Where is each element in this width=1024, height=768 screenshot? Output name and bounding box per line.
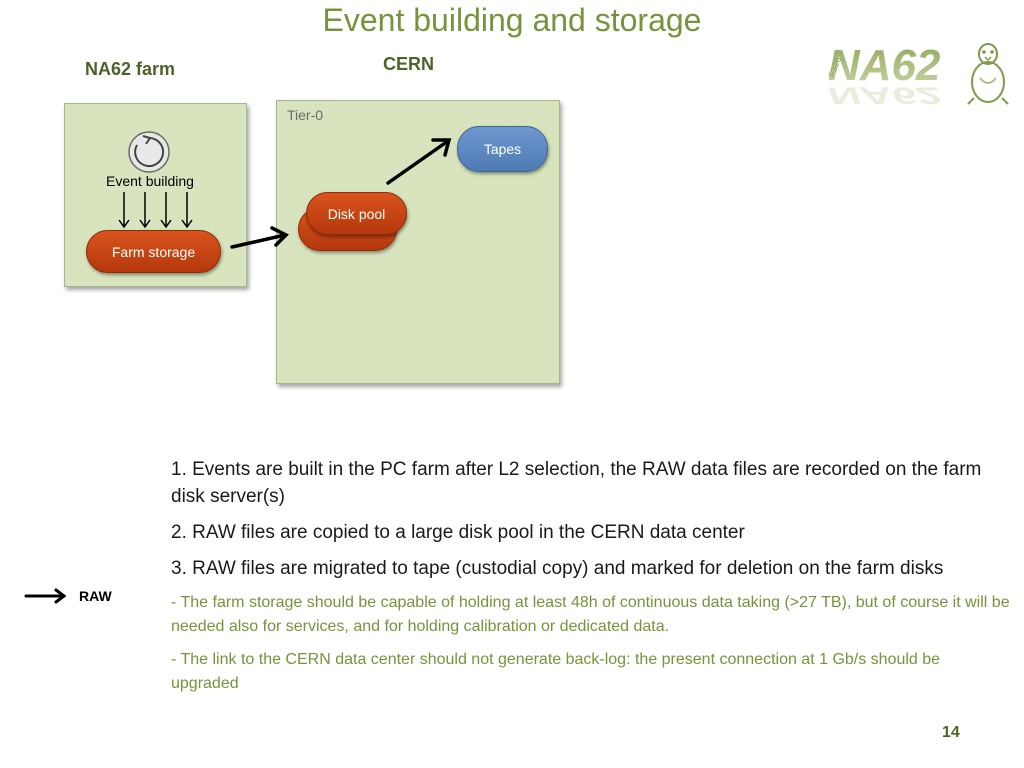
penguin-icon [967,43,1009,105]
bullet-item-1: 1. Events are built in the PC farm after… [171,459,982,507]
svg-text:NA62: NA62 [828,82,941,109]
note-item-1: - The farm storage should be capable of … [171,594,1010,635]
legend-raw-label: RAW [79,588,112,604]
tapes-node: Tapes [457,126,548,172]
disk-pool-node: Disk pool [306,192,407,235]
page-number: 14 [942,724,960,741]
arrow-right-icon [24,587,68,605]
bullet-item-2: 2. RAW files are copied to a large disk … [171,522,745,543]
farm-heading: NA62 farm [85,59,176,79]
logo-text: NA62 [828,41,941,90]
note-item-2: - The link to the CERN data center shoul… [171,651,941,692]
event-flow-arrows [112,190,196,230]
farm-storage-node: Farm storage [86,230,221,273]
description: 1. Events are built in the PC farm after… [171,456,1011,696]
event-building-label: Event building [106,173,194,189]
na62-logo: NA62 NA62 P326 [824,38,1020,114]
bullet-item-3: 3. RAW files are migrated to tape (custo… [171,558,944,579]
slide-title: Event building and storage [322,2,702,38]
cern-heading: CERN [383,54,435,74]
cycle-icon [127,130,171,174]
tier0-label: Tier-0 [287,107,324,123]
